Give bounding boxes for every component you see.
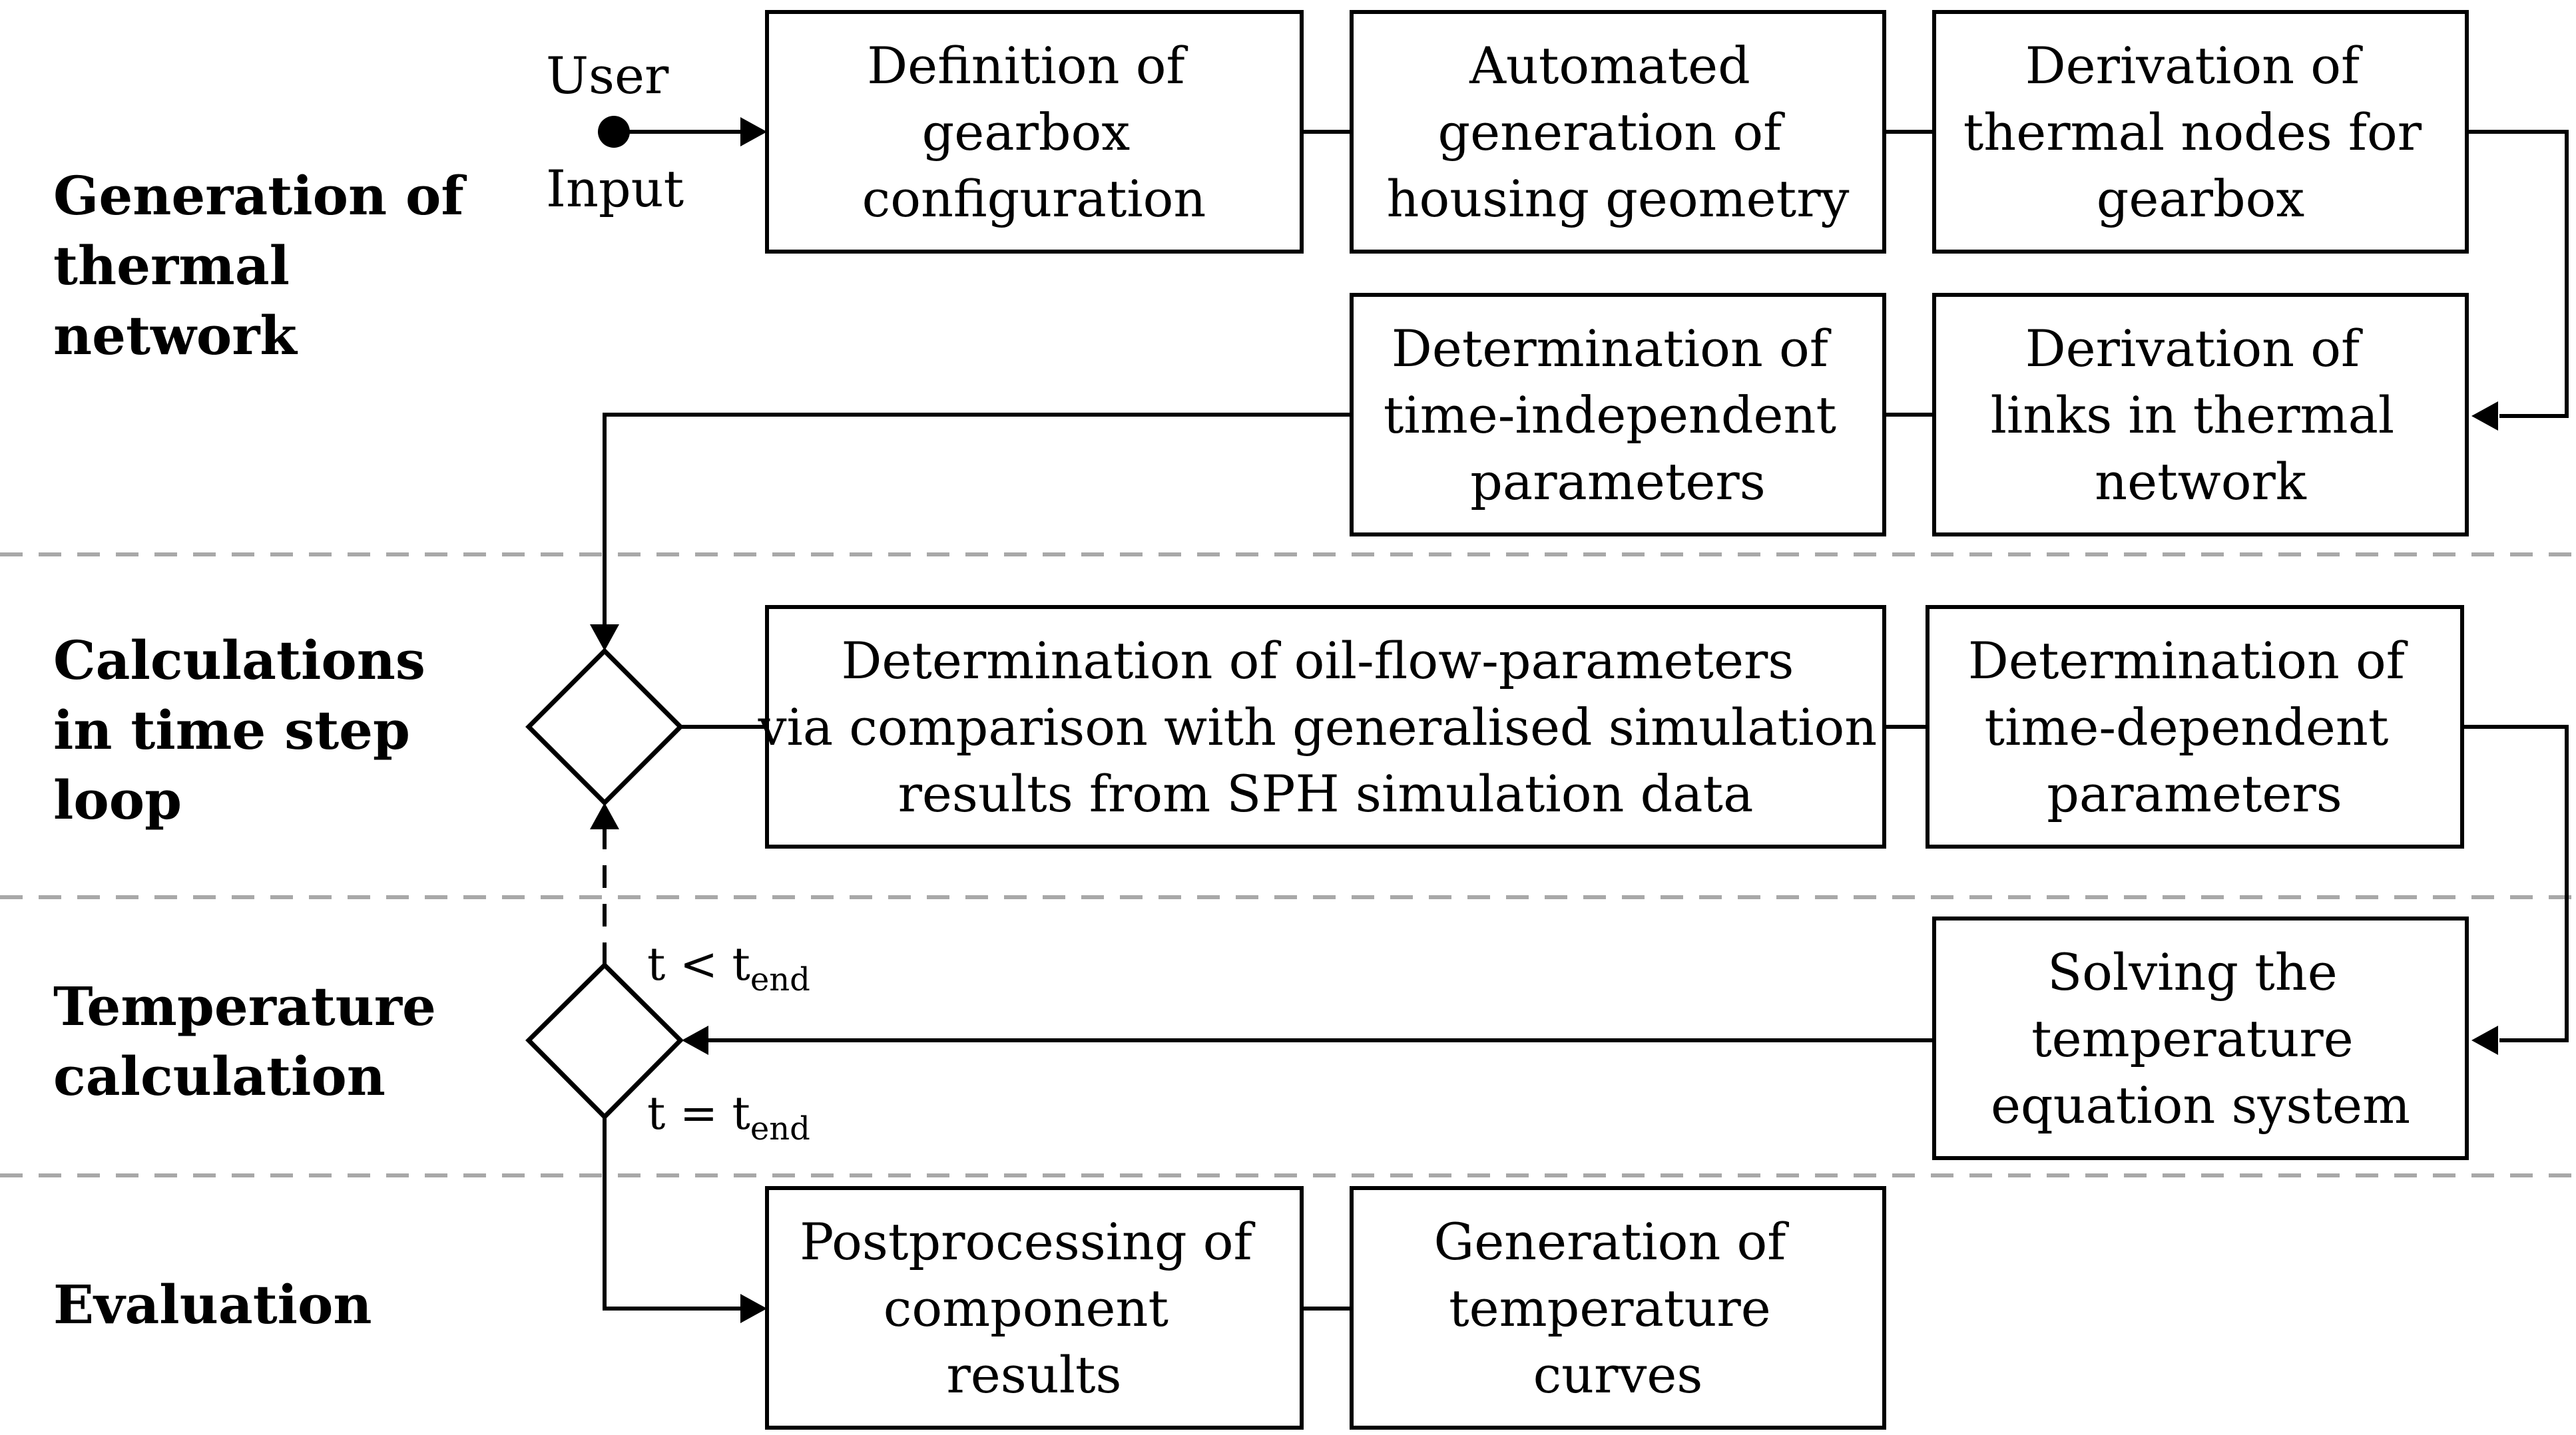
section-label-temperature: Temperature calculation (53, 975, 455, 1108)
box-label: Determination of time-independent parame… (1384, 319, 1852, 511)
box-line: Automated (1469, 36, 1750, 95)
box-line: Postprocessing of (800, 1212, 1255, 1271)
box-frame (1350, 10, 1886, 254)
box-line: equation system (1991, 1076, 2410, 1135)
box-frame (765, 1186, 1304, 1430)
section-label-line: Evaluation (53, 1273, 372, 1336)
box-line: results from SPH simulation data (898, 764, 1754, 823)
box-line: curves (1533, 1345, 1703, 1404)
box-line: Determination of oil-flow-parameters (841, 631, 1794, 690)
section-label-line: Calculations (53, 629, 425, 692)
connector-nodes-to-links (2467, 130, 2569, 418)
box-label: Solving the temperature equation system (1991, 942, 2410, 1135)
box-label: Generation of temperature curves (1433, 1212, 1802, 1404)
process-box-time-dependent: Determination of time-dependent paramete… (1926, 605, 2464, 849)
box-line: Derivation of (2025, 36, 2363, 95)
box-line: Solving the (2047, 942, 2338, 1002)
box-frame (1926, 605, 2464, 849)
section-label-line: network (53, 304, 298, 367)
box-frame (1350, 293, 1886, 536)
box-label: Automated generation of housing geometry (1387, 36, 1850, 228)
section-label-line: loop (53, 769, 182, 831)
process-box-solving-equation: Solving the temperature equation system (1932, 917, 2469, 1160)
box-frame (1932, 293, 2469, 536)
box-line: time-independent (1384, 385, 1836, 445)
arrowhead-left (2471, 401, 2498, 431)
connector-time-dependent-to-solving (2462, 725, 2569, 1042)
process-box-automated-housing: Automated generation of housing geometry (1350, 10, 1886, 254)
box-line: via comparison with generalised simulati… (758, 698, 1878, 757)
process-box-derivation-nodes: Derivation of thermal nodes for gearbox (1932, 10, 2469, 254)
box-label: Determination of time-dependent paramete… (1968, 631, 2421, 823)
process-box-definition-gearbox: Definition of gearbox configuration (765, 10, 1304, 254)
box-line: Determination of (1968, 631, 2408, 690)
condition-exit-label: t = tend (647, 1088, 810, 1147)
box-line: Determination of (1392, 319, 1832, 378)
box-line: network (2095, 452, 2307, 511)
section-label-generation: Generation of thermal network (53, 164, 483, 367)
process-box-postprocessing: Postprocessing of component results (765, 1186, 1304, 1430)
box-line: time-dependent (1984, 698, 2388, 757)
section-label-line: in time step (53, 699, 410, 761)
box-line: temperature (2031, 1009, 2354, 1068)
arrowhead-down (590, 624, 619, 651)
box-line: Generation of (1433, 1212, 1789, 1271)
condition-loop-label: t < tend (647, 938, 810, 998)
box-line: generation of (1438, 102, 1786, 162)
box-line: Derivation of (2025, 319, 2363, 378)
arrowhead-left (682, 1026, 708, 1055)
user-input-label: User Input (546, 46, 685, 218)
arrowhead-up (590, 803, 619, 829)
arrowhead-right (740, 1294, 767, 1323)
box-frame (1932, 10, 2469, 254)
box-label: Derivation of links in thermal network (1991, 319, 2411, 511)
condition-subscript: end (750, 961, 810, 998)
box-line: parameters (1470, 452, 1766, 511)
connector-decision-to-postprocessing (603, 1117, 744, 1311)
box-frame (1932, 917, 2469, 1160)
condition-main: t = t (647, 1088, 750, 1140)
box-label: Postprocessing of component results (800, 1212, 1268, 1404)
box-line: thermal nodes for (1963, 102, 2422, 162)
box-line: parameters (2047, 764, 2342, 823)
box-line: gearbox (922, 102, 1131, 162)
box-line: Definition of (867, 36, 1188, 95)
arrowhead-left (2471, 1026, 2498, 1055)
condition-subscript: end (750, 1110, 810, 1147)
box-label: Definition of gearbox configuration (862, 36, 1206, 228)
section-label-evaluation: Evaluation (53, 1273, 372, 1336)
box-line: configuration (862, 169, 1206, 228)
user-input-line: Input (546, 159, 684, 218)
section-label-line: calculation (53, 1045, 386, 1108)
decision-diamond-loop (525, 648, 684, 806)
process-box-temperature-curves: Generation of temperature curves (1350, 1186, 1886, 1430)
decision-diamond-time-check (525, 962, 684, 1120)
box-label: Derivation of thermal nodes for gearbox (1963, 36, 2438, 228)
process-box-derivation-links: Derivation of links in thermal network (1932, 293, 2469, 536)
section-label-line: thermal (53, 234, 290, 297)
box-frame (765, 605, 1886, 849)
connector-independent-to-decision (603, 413, 1352, 626)
box-label: Determination of oil-flow-parameters via… (758, 631, 1894, 823)
box-line: links in thermal (1991, 385, 2395, 445)
box-line: results (946, 1345, 1121, 1404)
box-frame (1350, 1186, 1886, 1430)
arrowhead-right (740, 117, 767, 146)
condition-main: t < t (647, 938, 750, 991)
section-label-calculations: Calculations in time step loop (53, 629, 444, 831)
user-input-line: User (546, 46, 669, 105)
box-frame (765, 10, 1304, 254)
section-label-line: Generation of (53, 164, 467, 227)
box-line: temperature (1449, 1279, 1771, 1338)
process-box-time-independent: Determination of time-independent parame… (1350, 293, 1886, 536)
process-box-oil-flow: Determination of oil-flow-parameters via… (758, 605, 1894, 849)
box-line: gearbox (2097, 169, 2305, 228)
box-line: component (884, 1279, 1168, 1338)
box-line: housing geometry (1387, 169, 1850, 228)
section-label-line: Temperature (53, 975, 436, 1038)
